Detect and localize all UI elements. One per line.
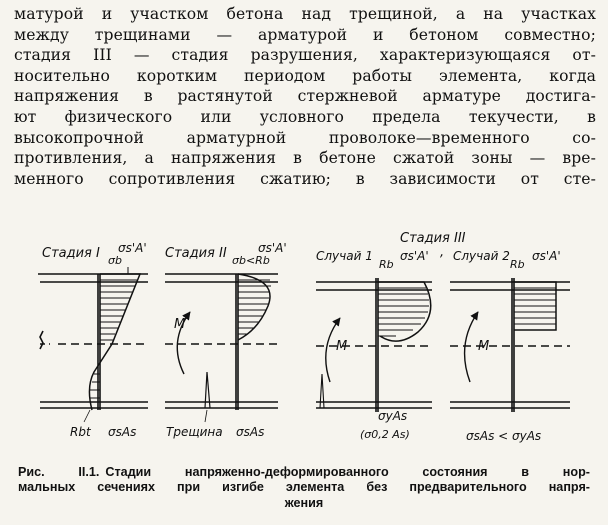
paragraph-line: стадия III — стадия разрушения, характер… — [14, 46, 596, 65]
case-1-moment-arrow — [325, 317, 341, 383]
caption-text-1: Стадии напряженно-деформированного состо… — [105, 465, 590, 479]
stage-2-diagram: Стадия II σb<Rb σs'A' M Трещина σsAs — [165, 241, 287, 439]
figure-caption: Рис. II.1. Стадии напряженно-деформирован… — [18, 465, 590, 511]
case-1-beam — [316, 278, 432, 412]
case-1-crack — [319, 373, 325, 409]
caption-line-1: Рис. II.1. Стадии напряженно-деформирован… — [18, 465, 590, 480]
stage-2-crack-leader — [204, 409, 208, 423]
stage-1-diagram: Стадия I σb σs'A' Rbt — [38, 241, 148, 439]
stress-stages-figure: Стадия I σb σs'A' Rbt — [0, 222, 608, 462]
case-2-title: Случай 2 — [453, 249, 510, 263]
case-1-stress-diagram — [378, 281, 432, 342]
case-1-rb: Rb — [379, 258, 394, 271]
stage-1-rbt-leader — [83, 409, 91, 423]
paragraph-line: матурой и участком бетона над трещиной, … — [14, 5, 596, 23]
stage-2-top-force: σs'A' — [258, 241, 287, 255]
case-2-stress-diagram — [514, 281, 557, 331]
paragraph-line: высокопрочной арматурной проволоке—време… — [14, 128, 596, 147]
stage-1-top-force: σs'A' — [118, 241, 147, 255]
body-paragraph: матурой и участком бетона над трещиной, … — [14, 4, 596, 189]
case-2-beam — [450, 278, 570, 412]
stage-2-crack — [204, 371, 211, 409]
caption-line-2: мальных сечениях при изгибе элемента без… — [18, 480, 590, 495]
paragraph-line: носительно коротким периодом работы элем… — [14, 66, 596, 85]
case-1-bottom-force: σyAs — [378, 409, 407, 423]
case-2-moment-arrow — [463, 311, 479, 383]
stage-3-case-2: Случай 2 Rb σs'A' M σsAs < σyAs — [450, 249, 570, 443]
stage-2-moment-label: M — [174, 317, 185, 332]
paragraph-line: противления, а напряжения в бетоне сжато… — [14, 149, 596, 168]
stage-1-stress-diagram — [88, 273, 142, 411]
case-1-alt-force: (σ0,2 As) — [360, 428, 410, 441]
case-2-moment-label: M — [478, 339, 489, 354]
case-1-top-force: σs'A' — [400, 249, 429, 263]
stage-1-title: Стадия I — [42, 246, 100, 261]
stage-1-bottom-force: σsAs — [108, 425, 136, 439]
case-2-relation: σsAs < σyAs — [466, 429, 541, 443]
case-1-moment-label: M — [336, 339, 347, 354]
paragraph-line: напряжения в растянутой стержневой армат… — [14, 87, 596, 106]
paragraph-line: менного сопротивления сжатию; в зависимо… — [14, 169, 596, 188]
stage-1-rbt: Rbt — [70, 425, 92, 439]
stage-3-mark: , — [440, 245, 444, 260]
paragraph-line: ют физического или условного предела тек… — [14, 107, 596, 126]
caption-number: Рис. II.1. — [18, 465, 100, 479]
stage-2-title: Стадия II — [165, 246, 227, 261]
stage-2-stress-diagram — [237, 273, 271, 341]
stage-2-bottom-force: σsAs — [236, 425, 264, 439]
stage-2-sigma-rb: σb<Rb — [232, 254, 270, 267]
case-2-top-force: σs'A' — [532, 249, 561, 263]
case-1-title: Случай 1 — [316, 249, 373, 263]
paragraph-line: между трещинами — арматурой и бетоном со… — [14, 25, 596, 44]
stage-2-moment-arrow — [176, 311, 191, 375]
case-2-rb: Rb — [510, 258, 525, 271]
stage-3-title: Стадия III — [400, 231, 466, 246]
stage-2-beam — [165, 273, 278, 410]
stage-3-case-1: Случай 1 Rb σs'A' M σyAs (σ0,2 As) — [316, 249, 432, 441]
caption-line-3: жения — [284, 495, 324, 510]
stage-1-sigma-b: σb — [108, 254, 122, 267]
stage-2-crack-label: Трещина — [166, 425, 223, 439]
